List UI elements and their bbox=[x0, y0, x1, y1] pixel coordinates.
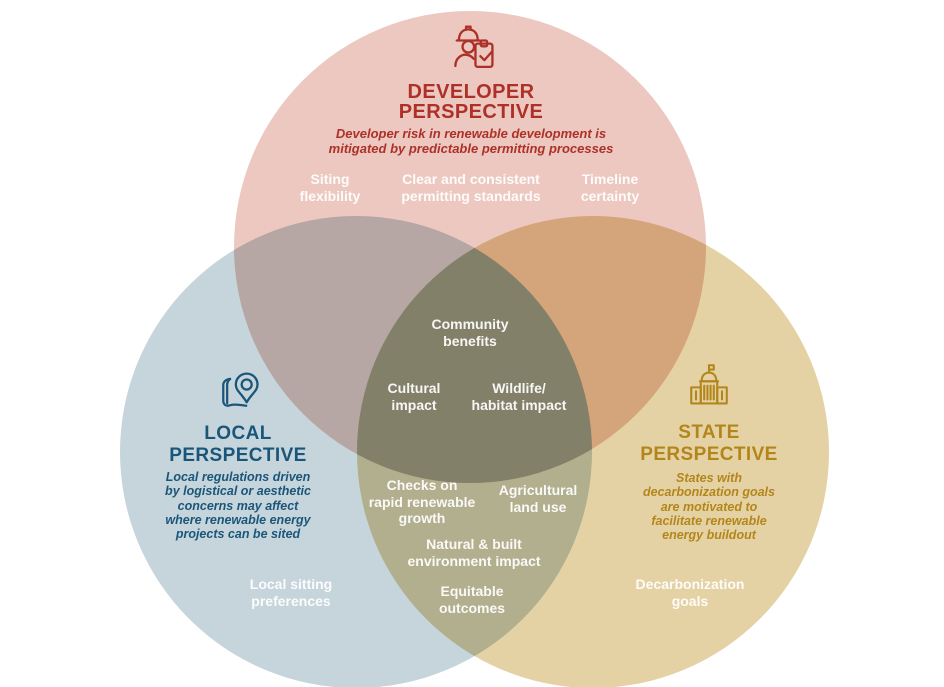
label-line: Natural & built bbox=[426, 536, 522, 552]
subtitle-line: projects can be sited bbox=[175, 527, 301, 541]
label-line: certainty bbox=[580, 187, 640, 204]
subtitle-line: Developer risk in renewable development … bbox=[335, 126, 607, 141]
label-line: Cultural bbox=[387, 380, 441, 396]
subtitle-line: are motivated to bbox=[660, 499, 758, 514]
developer-subtitle: Developer risk in renewable development … bbox=[328, 126, 614, 156]
label-timeline-certainty: Timeline certainty bbox=[581, 171, 639, 204]
label-line: Wildlife/ bbox=[492, 380, 546, 396]
label-natural-built-environment-impact: Natural & built environment impact bbox=[407, 536, 540, 569]
subtitle-line: decarbonization goals bbox=[643, 485, 775, 500]
title-line: STATE bbox=[678, 422, 740, 443]
title-line: PERSPECTIVE bbox=[169, 445, 307, 467]
label-permitting-standards: Clear and consistent permitting standard… bbox=[401, 171, 540, 204]
label-checks-on-rapid-renewable-growth: Checks on rapid renewable growth bbox=[369, 477, 476, 527]
developer-title: DEVELOPER PERSPECTIVE bbox=[399, 82, 543, 123]
label-line: preferences bbox=[251, 592, 331, 609]
subtitle-line: concerns may affect bbox=[177, 498, 299, 513]
local-icon bbox=[212, 367, 264, 415]
label-line: land use bbox=[509, 498, 567, 515]
label-line: benefits bbox=[443, 332, 497, 349]
title-line: PERSPECTIVE bbox=[640, 443, 778, 465]
label-siting-flexibility: Siting flexibility bbox=[300, 171, 361, 204]
title-line: PERSPECTIVE bbox=[398, 101, 544, 124]
label-wildlife-habitat-impact: Wildlife/ habitat impact bbox=[472, 380, 567, 413]
label-line: outcomes bbox=[438, 599, 506, 616]
label-line: goals bbox=[671, 592, 709, 609]
label-line: Equitable bbox=[440, 583, 504, 599]
label-agricultural-land-use: Agricultural land use bbox=[499, 482, 578, 515]
label-line: habitat impact bbox=[471, 396, 567, 413]
label-line: Clear and consistent bbox=[402, 171, 540, 187]
local-subtitle: Local regulations driven by logistical o… bbox=[165, 470, 311, 541]
label-line: Agricultural bbox=[498, 482, 578, 498]
label-line: Timeline bbox=[581, 171, 639, 187]
label-local-sitting-preferences: Local sitting preferences bbox=[250, 576, 332, 609]
label-decarbonization-goals: Decarbonization goals bbox=[636, 576, 745, 609]
label-line: rapid renewable bbox=[368, 493, 476, 510]
subtitle-line: facilitate renewable bbox=[651, 513, 767, 528]
state-subtitle: States with decarbonization goals are mo… bbox=[643, 471, 775, 542]
subtitle-line: by logistical or aesthetic bbox=[165, 484, 311, 499]
state-icon bbox=[683, 361, 735, 412]
developer-icon bbox=[446, 22, 496, 76]
subtitle-line: energy buildout bbox=[662, 528, 756, 542]
subtitle-line: States with bbox=[676, 471, 742, 485]
label-line: Checks on bbox=[386, 477, 458, 493]
label-line: environment impact bbox=[407, 552, 541, 569]
title-line: DEVELOPER bbox=[407, 81, 535, 103]
label-line: flexibility bbox=[299, 187, 361, 204]
title-line: LOCAL bbox=[204, 423, 272, 444]
label-line: Decarbonization bbox=[635, 576, 745, 592]
label-line: Community bbox=[431, 316, 509, 332]
label-line: Local sitting bbox=[249, 576, 333, 592]
label-cultural-impact: Cultural impact bbox=[388, 380, 441, 413]
label-community-benefits: Community benefits bbox=[432, 316, 509, 349]
label-line: growth bbox=[398, 510, 446, 527]
label-line: Siting bbox=[310, 171, 350, 187]
local-title: LOCAL PERSPECTIVE bbox=[169, 423, 306, 467]
subtitle-line: Local regulations driven bbox=[165, 470, 311, 484]
subtitle-line: where renewable energy bbox=[165, 512, 311, 527]
subtitle-line: mitigated by predictable permitting proc… bbox=[328, 140, 614, 156]
state-title: STATE PERSPECTIVE bbox=[640, 422, 777, 465]
label-equitable-outcomes: Equitable outcomes bbox=[439, 583, 505, 616]
label-line: impact bbox=[391, 396, 437, 413]
label-line: permitting standards bbox=[401, 187, 541, 204]
